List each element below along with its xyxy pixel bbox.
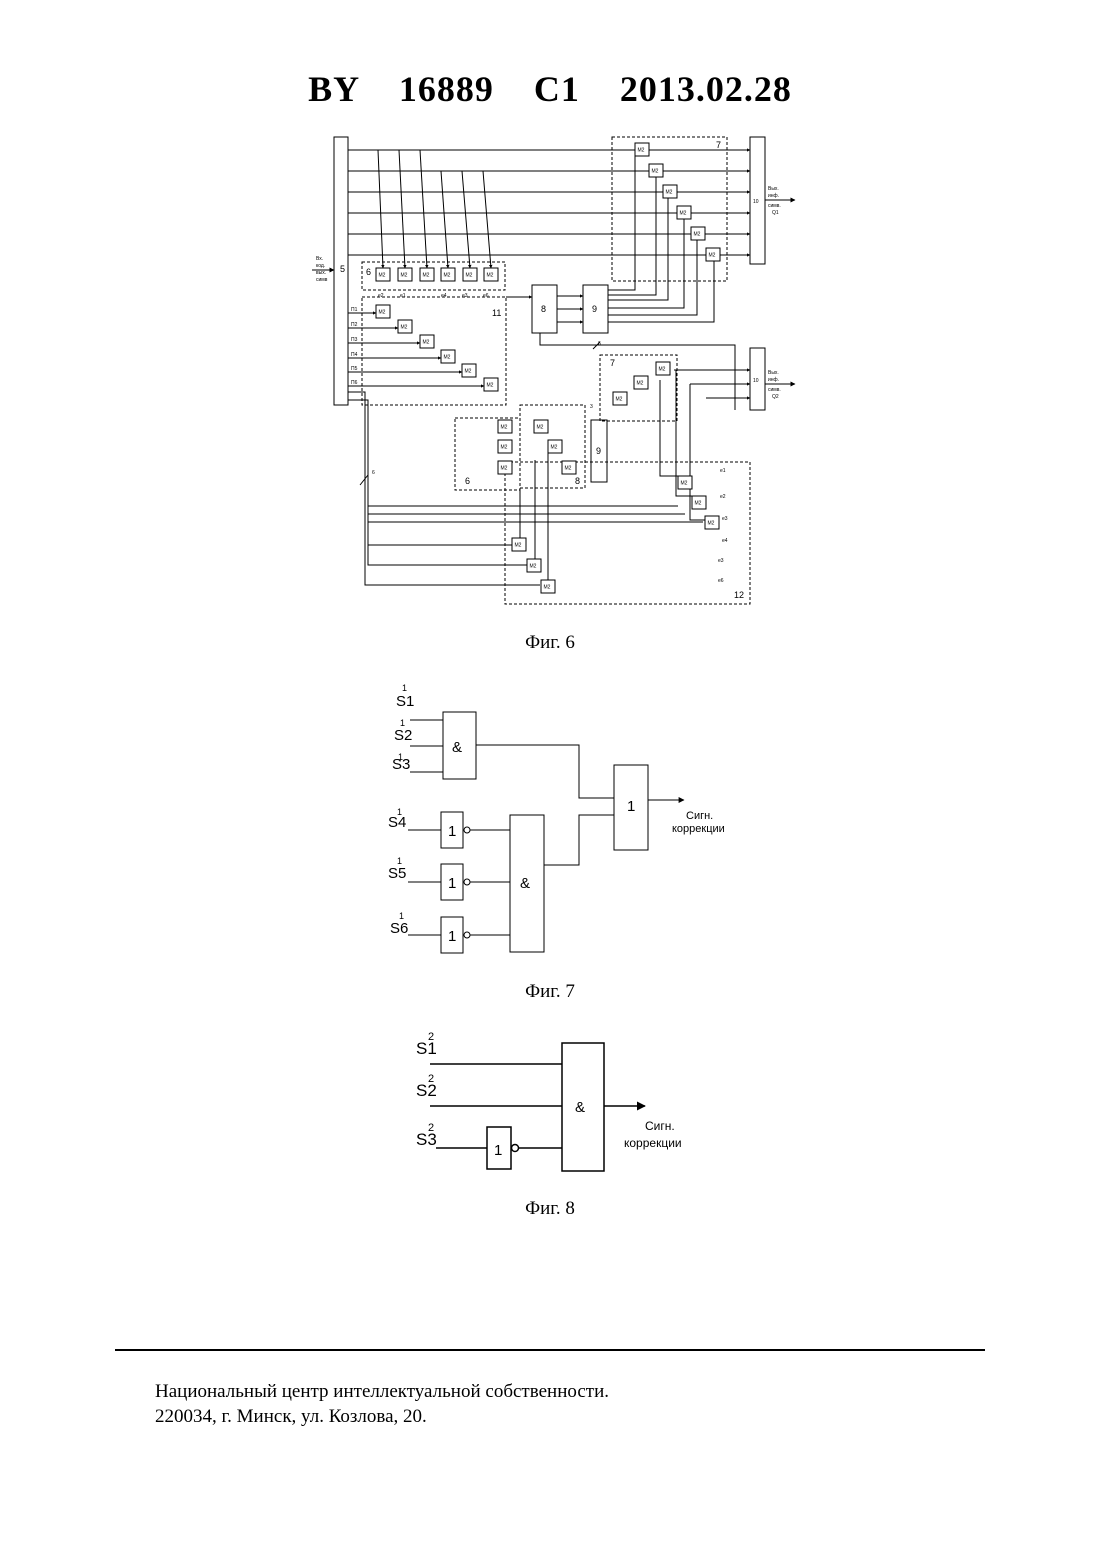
- svg-text:2: 2: [428, 1031, 434, 1043]
- figure-8-caption: Фиг. 8: [0, 1198, 1100, 1220]
- not-symbol-fig8: 1: [494, 1142, 502, 1159]
- svg-text:2: 2: [428, 1122, 434, 1134]
- svg-text:2: 2: [428, 1073, 434, 1085]
- output-label-fig8-line-1: Сигн.: [645, 1119, 675, 1133]
- footer-address: 220034, г. Минск, ул. Козлова, 20.: [155, 1406, 427, 1428]
- input-label-s1-fig8: S1 2: [416, 1031, 437, 1058]
- and-symbol-fig8: &: [575, 1099, 585, 1116]
- footer-publisher: Национальный центр интеллектуальной собс…: [155, 1381, 609, 1403]
- input-label-s3-fig8: S3 2: [416, 1122, 437, 1149]
- footer-divider: [115, 1349, 985, 1351]
- input-label-s2-fig8: S2 2: [416, 1073, 437, 1100]
- output-label-fig8-line-2: коррекции: [624, 1136, 682, 1150]
- inversion-bubble-fig8: [512, 1145, 519, 1152]
